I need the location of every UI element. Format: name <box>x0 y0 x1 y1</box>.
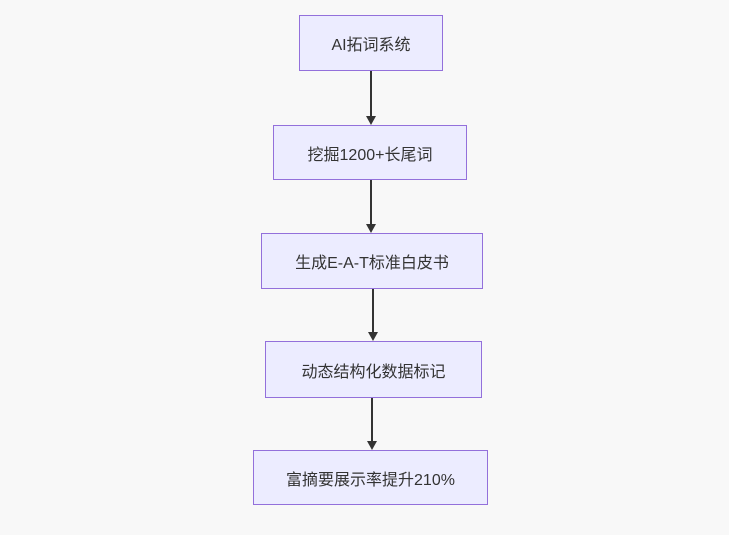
flowchart-node-C: 生成E-A-T标准白皮书 <box>261 233 483 289</box>
node-label: 挖掘1200+长尾词 <box>307 146 433 164</box>
flowchart-node-A: AI拓词系统 <box>299 15 443 71</box>
flowchart-node-E: 富摘要展示率提升210% <box>253 450 488 505</box>
arrowhead-icon <box>366 224 376 233</box>
flow-arrow-line-A-B <box>370 71 372 118</box>
flow-arrow-line-D-E <box>371 398 373 443</box>
node-label: 富摘要展示率提升210% <box>286 471 455 489</box>
arrowhead-icon <box>368 332 378 341</box>
flowchart-node-D: 动态结构化数据标记 <box>265 341 482 398</box>
node-label: AI拓词系统 <box>331 37 411 54</box>
flow-arrow-line-B-C <box>370 180 372 226</box>
node-label: 生成E-A-T标准白皮书 <box>295 255 449 272</box>
node-label: 动态结构化数据标记 <box>301 363 446 381</box>
arrowhead-icon <box>366 116 376 125</box>
arrowhead-icon <box>367 441 377 450</box>
flowchart-node-B: 挖掘1200+长尾词 <box>273 125 467 180</box>
flow-arrow-line-C-D <box>372 289 374 334</box>
